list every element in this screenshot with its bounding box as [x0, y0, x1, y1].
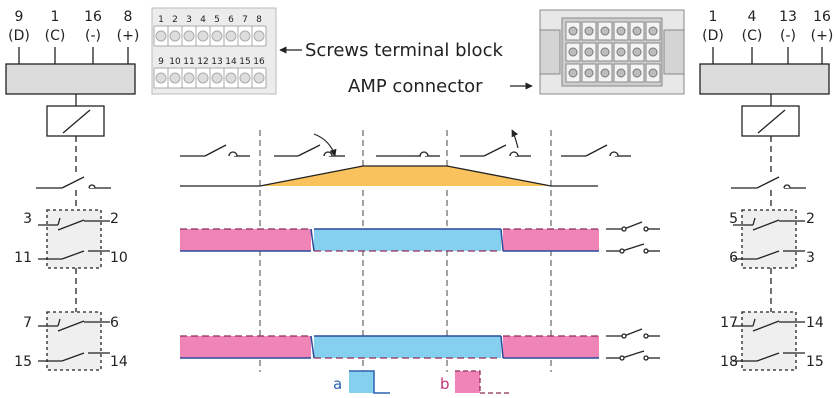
tb-bottom-9: 9 [158, 57, 164, 67]
left-contact-group-1 [46, 209, 102, 269]
signal-row-1 [180, 228, 599, 252]
right-logic-box [699, 63, 830, 95]
signal-row-2-a-mid [314, 336, 501, 358]
left-relay-coil [46, 105, 105, 137]
right-g1-top-left: 5 [729, 211, 738, 227]
right-g2-bottom-right: 15 [806, 354, 824, 370]
signal-row-2-b-end [503, 336, 599, 358]
tb-bottom-12: 12 [197, 57, 208, 67]
left-header-sign-2: (C) [45, 28, 66, 44]
signal-row-2-b-start [180, 336, 311, 358]
right-g2-top-right: 14 [806, 315, 824, 331]
right-device [699, 47, 830, 371]
left-header-num-1: 9 [15, 9, 24, 25]
legend-a-label: a [333, 375, 342, 393]
pedal-travel-line [180, 165, 598, 187]
legend-a-swatch [349, 371, 374, 393]
tb-top-3: 3 [186, 15, 192, 25]
tb-top-5: 5 [214, 15, 220, 25]
switch-state-3 [376, 151, 440, 157]
switch-state-1 [180, 144, 250, 157]
left-g2-top-left: 7 [23, 315, 32, 331]
right-device-labels: 1 4 13 16 (D) (C) (-) (+) 5 2 6 3 17 14 … [702, 9, 833, 370]
right-header-sign-3: (-) [780, 28, 796, 44]
right-g1-bottom-right: 3 [806, 250, 815, 266]
amp-connector [539, 9, 685, 95]
left-g1-top-right: 2 [110, 211, 119, 227]
left-header-sign-4: (+) [117, 28, 140, 44]
right-g2-top-left: 17 [720, 315, 738, 331]
legend: a b [333, 370, 512, 394]
tb-top-8: 8 [256, 15, 262, 25]
tb-bottom-10: 10 [169, 57, 181, 67]
terminal-block: 1 2 3 4 5 6 7 8 9 10 11 12 13 14 15 16 [151, 7, 277, 95]
tb-top-1: 1 [158, 15, 164, 25]
signal-row-1-b-end [503, 229, 599, 251]
tb-bottom-15: 15 [239, 57, 250, 67]
release-arrow-icon [511, 129, 519, 149]
right-g1-bottom-left: 6 [729, 250, 738, 266]
legend-b-swatch [455, 371, 480, 393]
left-header-num-4: 8 [124, 9, 133, 25]
terminal-block-label: Screws terminal block [305, 40, 503, 61]
right-header-num-3: 13 [779, 9, 797, 25]
signal-row-2 [180, 335, 599, 359]
tb-top-6: 6 [228, 15, 234, 25]
left-g1-bottom-left: 11 [14, 250, 32, 266]
signal-row-1-a-mid [314, 229, 501, 251]
tb-bottom-13: 13 [211, 57, 222, 67]
left-g2-bottom-right: 14 [110, 354, 128, 370]
switch-states [180, 144, 631, 157]
tb-bottom-14: 14 [225, 57, 237, 67]
right-header-sign-1: (D) [702, 28, 724, 44]
right-header-num-4: 16 [813, 9, 831, 25]
right-header-num-2: 4 [748, 9, 757, 25]
pedal-travel-area [260, 166, 551, 186]
left-header-num-2: 1 [51, 9, 60, 25]
left-g1-top-left: 3 [23, 211, 32, 227]
left-g2-bottom-left: 15 [14, 354, 32, 370]
switch-state-4 [460, 144, 531, 157]
left-device [5, 47, 136, 371]
right-g1-top-right: 2 [806, 211, 815, 227]
legend-b-label: b [440, 375, 450, 393]
left-header-sign-3: (-) [85, 28, 101, 44]
right-contact-group-1 [741, 209, 797, 269]
signal-row-1-b-start [180, 229, 311, 251]
right-header-num-1: 1 [709, 9, 718, 25]
tb-top-4: 4 [200, 15, 206, 25]
right-header-sign-2: (C) [742, 28, 763, 44]
amp-connector-label: AMP connector [348, 76, 483, 97]
left-header-sign-1: (D) [8, 28, 30, 44]
tb-top-7: 7 [242, 15, 248, 25]
terminal-screws [153, 25, 267, 89]
left-device-labels: 9 1 16 8 (D) (C) (-) (+) 3 2 11 10 7 6 1… [8, 9, 139, 370]
right-relay-coil [741, 105, 800, 137]
tb-bottom-11: 11 [183, 57, 194, 67]
left-g2-top-right: 6 [110, 315, 119, 331]
right-header-sign-4: (+) [811, 28, 834, 44]
left-header-num-3: 16 [84, 9, 102, 25]
bar-contact-symbols [606, 221, 660, 361]
switch-state-5 [561, 144, 631, 157]
left-logic-box [5, 63, 136, 95]
press-arrow-icon [313, 133, 337, 157]
right-g2-bottom-left: 18 [720, 354, 738, 370]
tb-top-2: 2 [172, 15, 178, 25]
left-g1-bottom-right: 10 [110, 250, 128, 266]
tb-bottom-16: 16 [253, 57, 265, 67]
